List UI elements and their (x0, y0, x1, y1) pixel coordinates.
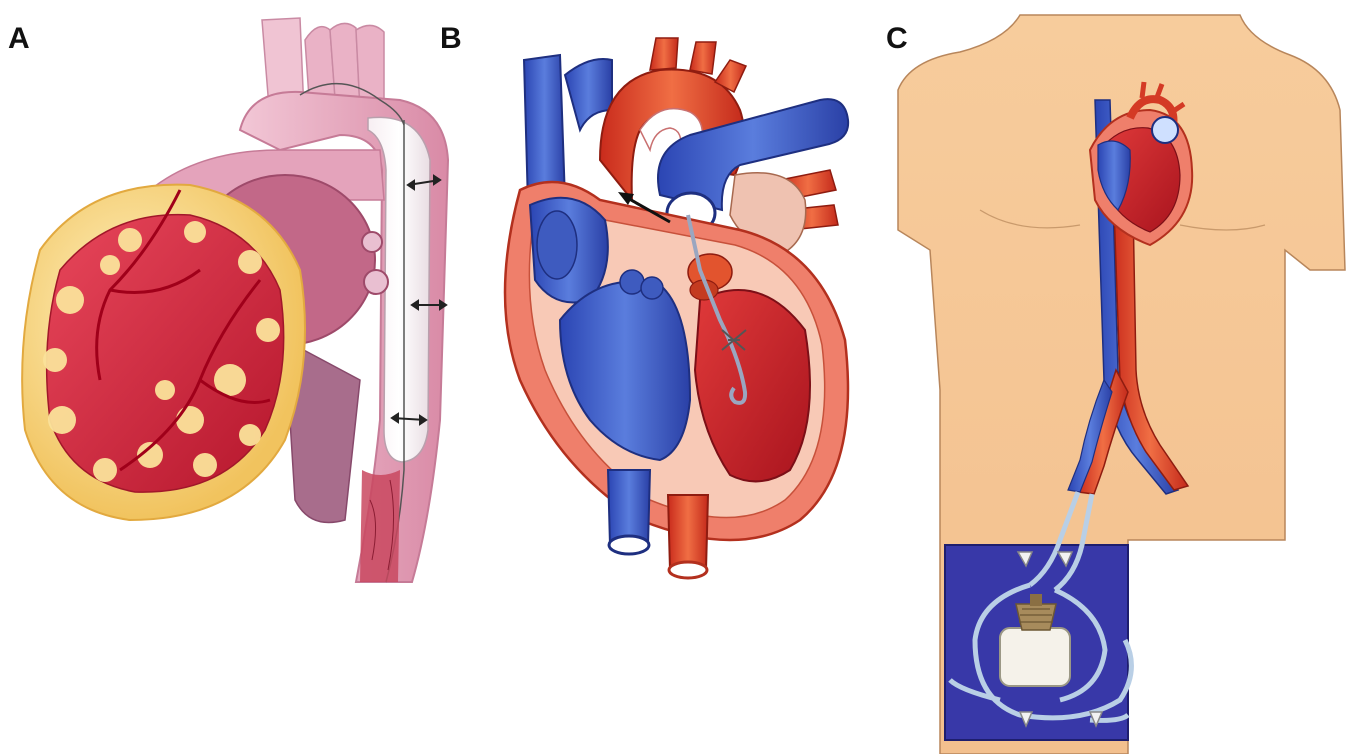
panel-c-illustration (898, 15, 1345, 754)
panel-a-illustration (22, 18, 448, 582)
panel-b-illustration (505, 38, 848, 578)
vessel-ostium (362, 232, 382, 252)
inferior-vena-cava (608, 470, 650, 545)
ventricle-myocardium (22, 185, 305, 520)
descending-aorta-b (668, 495, 708, 570)
vessel-ostium (364, 270, 388, 294)
